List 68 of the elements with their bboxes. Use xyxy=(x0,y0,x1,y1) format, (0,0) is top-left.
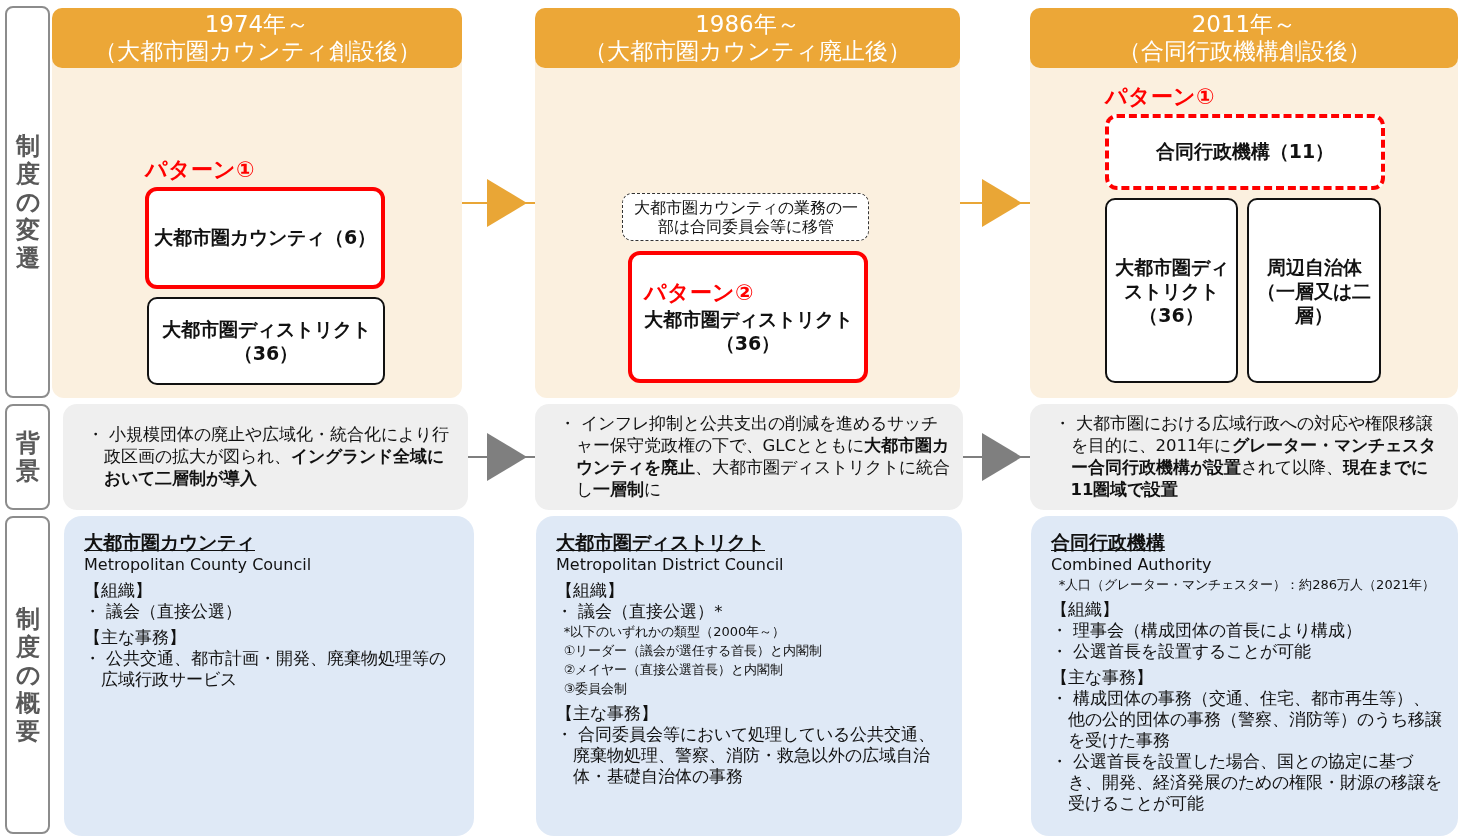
footnote-text: ①リーダー（議会が選任する首長）と内閣制 xyxy=(562,642,824,660)
box-text: 大都市圏ディストリクト（36） xyxy=(1113,254,1230,327)
bullet-paragraph: ・ インフレ抑制と公共支出の削減を進めるサッチャー保守党政権の下で、GLCとともに大都市圏カウンティを廃止、大都市圏ディストリクトに統合し一層制に xyxy=(559,413,951,501)
period-year: 2011年～ xyxy=(1191,11,1297,38)
section-heading: 【組織】 xyxy=(84,579,153,601)
bullet-item: ・ 理事会（構成団体の首長により構成） xyxy=(1051,620,1364,641)
section-heading: 【主な事務】 xyxy=(1051,666,1154,688)
box-text: 大都市圏カウンティ（6） xyxy=(153,225,377,250)
section-heading: 【主な事務】 xyxy=(84,626,187,648)
row-header-text: 制度の変遷 xyxy=(15,132,40,272)
arrow xyxy=(959,179,1031,227)
box-text: 大都市圏ディストリクト（36） xyxy=(642,307,854,355)
period-panel xyxy=(535,8,960,398)
period-subtitle: （合同行政機構創設後） xyxy=(1117,38,1371,65)
bullet-paragraph: ・ 小規模団体の廃止や広域化・統合化により行政区画の拡大が図られ、イングランド全域において二層制が導入 xyxy=(87,424,451,490)
arrow xyxy=(461,179,536,227)
body-heading: 合同行政機構 xyxy=(1051,530,1166,554)
process-box xyxy=(147,297,385,385)
background-card xyxy=(535,404,963,510)
row-header xyxy=(5,516,50,834)
section-heading: 【組織】 xyxy=(556,579,625,601)
period-subtitle: （大都市圏カウンティ廃止後） xyxy=(584,38,911,65)
note-text: 大都市圏カウンティの業務の一部は合同委員会等に移管 xyxy=(632,198,859,236)
arrow xyxy=(467,433,536,481)
section-heading: 【組織】 xyxy=(1051,598,1120,620)
box-text: 周辺自治体（一層又は二層） xyxy=(1256,254,1372,327)
summary-card xyxy=(1031,516,1458,836)
body-heading: 大都市圏カウンティ xyxy=(84,530,256,554)
arrow xyxy=(962,433,1031,481)
footnote-text: ②メイヤー（直接公選首長）と内閣制 xyxy=(562,661,785,679)
highlighted-box xyxy=(628,251,868,383)
period-subtitle: （大都市圏カウンティ創設後） xyxy=(93,38,421,65)
row-header xyxy=(5,404,50,510)
bullet-item: ・ 議会（直接公選）* xyxy=(556,601,724,622)
footnote-text: *人口（グレーター・マンチェスター）：約286万人（2021年） xyxy=(1057,576,1437,594)
section-heading: 【主な事務】 xyxy=(556,702,659,724)
bullet-item: ・ 構成団体の事務（交通、住宅、都市再生等）、他の公的団体の事務（警察、消防等）のうち移譲を受けた事務 xyxy=(1051,688,1442,751)
pattern-label: パターン② xyxy=(644,279,754,307)
row-header-text: 背景 xyxy=(15,429,40,485)
period-panel xyxy=(52,8,462,398)
bullet-item: ・ 公共交通、都市計画・開発、廃棄物処理等の広域行政サービス xyxy=(84,648,448,690)
bullet-item: ・ 公選首長を設置した場合、国との協定に基づき、開発、経済発展のための権限・財源の移譲を受けることが可能 xyxy=(1051,751,1442,814)
bullet-item: ・ 公選首長を設置することが可能 xyxy=(1051,641,1313,662)
background-card xyxy=(63,404,468,510)
row-header xyxy=(5,6,50,398)
english-name: Metropolitan District Council xyxy=(556,554,785,575)
bullet-item: ・ 合同委員会等において処理している公共交通、廃棄物処理、警察、消防・救急以外の広域自治体・基礎自治体の事務 xyxy=(556,724,937,787)
english-name: Metropolitan County Council xyxy=(84,554,313,575)
box-text: 合同行政機構（11） xyxy=(1155,139,1335,164)
pattern-label: パターン① xyxy=(1105,83,1215,111)
period-year: 1986年～ xyxy=(695,11,800,38)
summary-card xyxy=(536,516,962,836)
footnote-text: *以下のいずれかの類型（2000年～） xyxy=(562,623,787,641)
box-text: 大都市圏ディストリクト（36） xyxy=(160,317,372,365)
dashed-note-box xyxy=(622,193,869,241)
bullet-paragraph: ・ 大都市圏における広域行政への対応や権限移譲を目的に、2011年にグレーター・マンチェスター合同行政機構が設置されて以降、現在までに11圏域で設置 xyxy=(1054,413,1437,501)
process-box xyxy=(1105,198,1238,383)
pattern-label: パターン① xyxy=(145,156,255,184)
background-card xyxy=(1030,404,1458,510)
english-name: Combined Authority xyxy=(1051,554,1213,575)
process-box xyxy=(1247,198,1381,383)
footnote-text: ③委員会制 xyxy=(562,680,629,698)
summary-card xyxy=(64,516,474,836)
period-panel xyxy=(1030,8,1458,398)
row-header-text: 制度の概要 xyxy=(15,605,40,745)
period-year: 1974年～ xyxy=(204,11,310,38)
bullet-item: ・ 議会（直接公選） xyxy=(84,601,244,622)
body-heading: 大都市圏ディストリクト xyxy=(556,530,766,554)
